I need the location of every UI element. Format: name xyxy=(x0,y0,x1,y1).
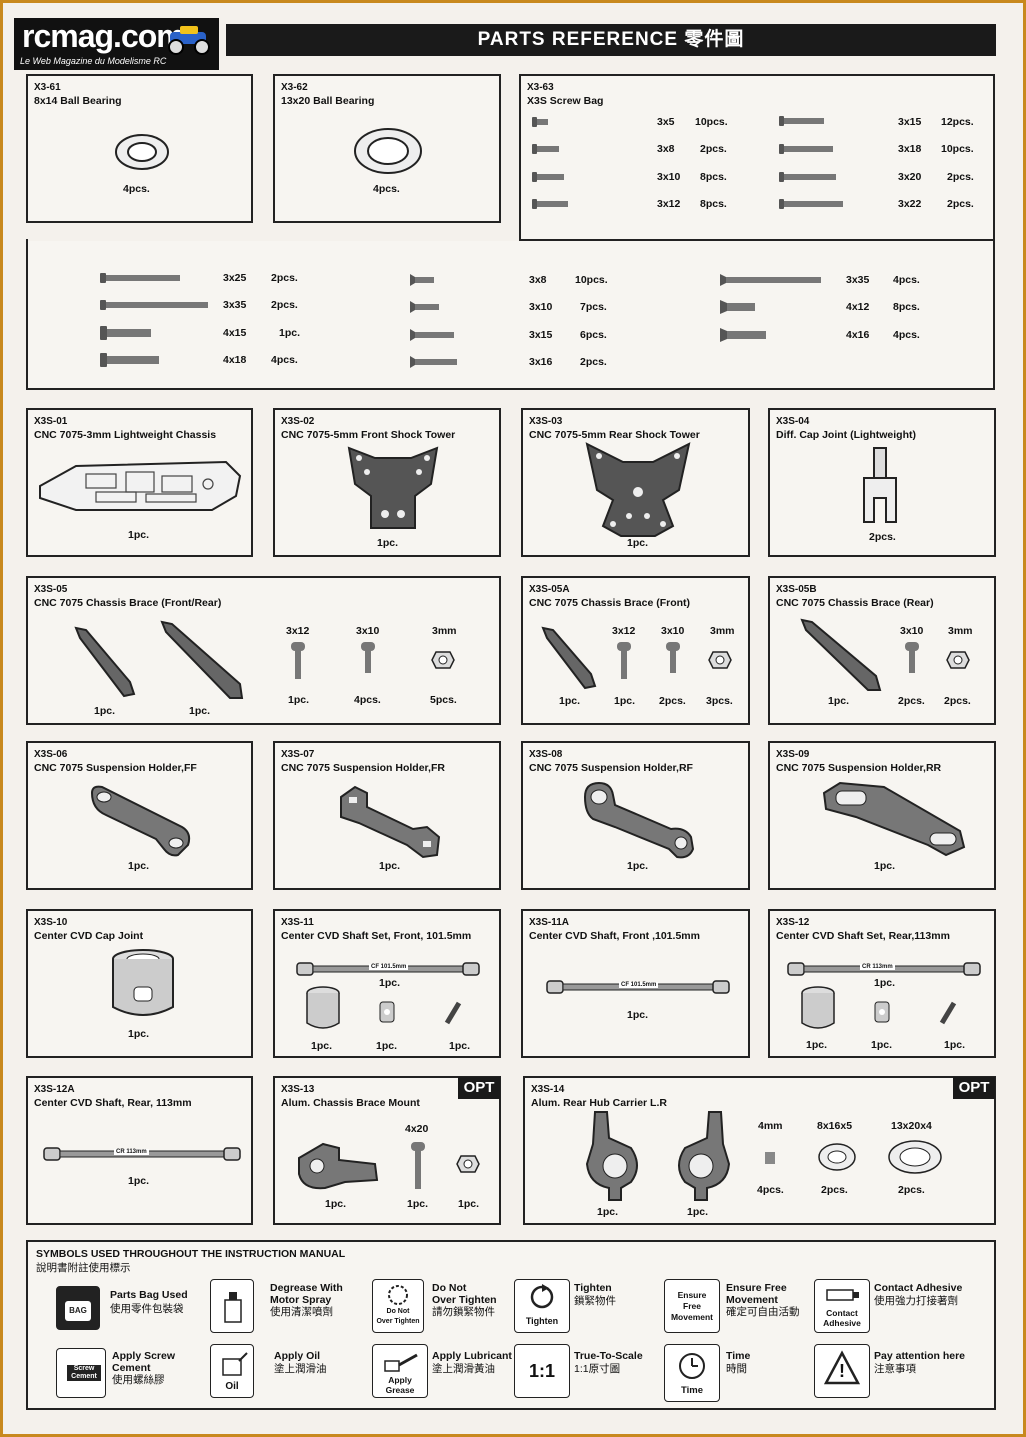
chassis-brace-icon xyxy=(541,626,597,690)
attention-icon: ! xyxy=(814,1344,870,1398)
screw-flat-4x12-icon xyxy=(720,300,755,314)
screw-vertical-icon xyxy=(411,1142,425,1189)
screw-3x20-icon xyxy=(779,172,836,182)
part-x3s-11: X3S-11 Center CVD Shaft Set, Front, 101.… xyxy=(273,909,501,1058)
screw-3x12-icon xyxy=(532,199,568,209)
cross-pin-block-icon xyxy=(874,1001,890,1023)
ball-bearing-icon xyxy=(818,1143,856,1171)
gap xyxy=(28,237,519,241)
chassis-brace-icon xyxy=(800,618,882,691)
pin-icon xyxy=(939,1001,957,1025)
rc-car-icon xyxy=(168,26,210,55)
ball-bearing-icon xyxy=(354,128,422,174)
chassis-brace-icon xyxy=(74,626,136,698)
part-x3s-13: OPT X3S-13 Alum. Chassis Brace Mount 4x2… xyxy=(273,1076,501,1225)
part-x3s-14: OPT X3S-14 Alum. Rear Hub Carrier L.R 1p… xyxy=(523,1076,996,1225)
cross-pin-block-icon xyxy=(379,1001,395,1023)
screw-3x8-icon xyxy=(532,144,559,154)
apply-grease-icon: Apply Grease xyxy=(372,1344,428,1398)
ball-bearing-icon xyxy=(115,134,169,170)
part-x3-62: X3-62 13x20 Ball Bearing 4pcs. xyxy=(273,74,501,223)
symbols-legend: SYMBOLS USED THROUGHOUT THE INSTRUCTION … xyxy=(26,1240,996,1410)
site-logo[interactable]: rcmag.com Le Web Magazine du Modelisme R… xyxy=(14,18,219,70)
pin-icon xyxy=(444,1001,462,1025)
screw-flat-3x16-icon xyxy=(410,356,457,368)
screw-3x10-icon xyxy=(532,172,564,182)
set-screw-icon xyxy=(765,1152,775,1164)
screw-flat-3x10-icon xyxy=(410,301,439,313)
nut-icon xyxy=(946,651,970,669)
screw-vertical-icon xyxy=(291,642,305,679)
screw-vertical-icon xyxy=(361,642,375,673)
tighten-icon: Tighten xyxy=(514,1279,570,1333)
screw-4x18-icon xyxy=(100,353,159,367)
screw-3x25-icon xyxy=(100,273,180,283)
suspension-holder-icon xyxy=(340,785,441,859)
rear-shock-tower-icon xyxy=(585,442,691,537)
part-x3s-05a: X3S-05A CNC 7075 Chassis Brace (Front) 1… xyxy=(521,576,750,725)
part-x3s-04: X3S-04 Diff. Cap Joint (Lightweight) 2pc… xyxy=(768,408,996,557)
true-to-scale-icon: 1:1 xyxy=(514,1344,570,1398)
front-shock-tower-icon xyxy=(347,446,439,529)
part-x3s-12a: X3S-12A Center CVD Shaft, Rear, 113mm CR… xyxy=(26,1076,253,1225)
suspension-holder-icon xyxy=(822,781,966,857)
part-x3-63-screw-bag: X3-63 X3S Screw Bag xyxy=(519,74,995,239)
optional-badge: OPT xyxy=(953,1077,995,1099)
part-x3s-05b: X3S-05B CNC 7075 Chassis Brace (Rear) 1p… xyxy=(768,576,996,725)
nut-icon xyxy=(708,651,732,669)
nut-icon xyxy=(431,651,455,669)
screw-3x35-icon xyxy=(100,300,208,310)
oil-icon: Oil xyxy=(210,1344,254,1398)
part-x3s-01: X3S-01 CNC 7075-3mm Lightweight Chassis … xyxy=(26,408,253,557)
cvd-cap-joint-icon xyxy=(112,949,174,1016)
part-x3s-06: X3S-06 CNC 7075 Suspension Holder,FF 1pc… xyxy=(26,741,253,890)
screw-3x15-icon xyxy=(779,116,824,126)
part-x3-61: X3-61 8x14 Ball Bearing 4pcs. xyxy=(26,74,253,223)
screw-3x18-icon xyxy=(779,144,833,154)
part-x3s-11a: X3S-11A Center CVD Shaft, Front ,101.5mm… xyxy=(521,909,750,1058)
ball-bearing-icon xyxy=(888,1140,942,1174)
screw-vertical-icon xyxy=(666,642,680,673)
screw-flat-3x15-icon xyxy=(410,329,454,341)
brace-mount-icon xyxy=(298,1142,379,1190)
time-icon: Time xyxy=(664,1344,720,1402)
nut-icon xyxy=(456,1155,480,1173)
part-x3s-03: X3S-03 CNC 7075-5mm Rear Shock Tower 1pc… xyxy=(521,408,750,557)
screw-vertical-icon xyxy=(905,642,919,673)
cvd-cup-icon xyxy=(801,986,835,1029)
suspension-holder-icon xyxy=(583,781,695,859)
part-x3s-07: X3S-07 CNC 7075 Suspension Holder,FR 1pc… xyxy=(273,741,501,890)
suspension-holder-icon xyxy=(90,785,191,857)
screw-3x22-icon xyxy=(779,199,843,209)
part-x3s-10: X3S-10 Center CVD Cap Joint 1pc. xyxy=(26,909,253,1058)
screw-vertical-icon xyxy=(617,642,631,679)
part-x3s-02: X3S-02 CNC 7075-5mm Front Shock Tower 1p… xyxy=(273,408,501,557)
hub-carrier-right-icon xyxy=(678,1111,731,1201)
hub-carrier-left-icon xyxy=(585,1111,638,1201)
cvd-cup-icon xyxy=(306,986,340,1029)
screw-cement-icon: Screw Cement xyxy=(56,1348,106,1398)
parts-bag-icon: BAG xyxy=(56,1286,100,1330)
ensure-free-movement-icon: Ensure Free Movement xyxy=(664,1279,720,1333)
part-x3s-09: X3S-09 CNC 7075 Suspension Holder,RR 1pc… xyxy=(768,741,996,890)
do-not-over-tighten-icon: Do Not Over Tighten xyxy=(372,1279,424,1333)
page-title: PARTS REFERENCE 零件圖 xyxy=(226,24,996,56)
part-x3s-05: X3S-05 CNC 7075 Chassis Brace (Front/Rea… xyxy=(26,576,501,725)
chassis-plate-icon xyxy=(39,460,242,511)
screw-3x5-icon xyxy=(532,117,548,127)
screw-flat-3x8-icon xyxy=(410,274,434,286)
chassis-brace-icon xyxy=(160,620,244,699)
contact-adhesive-icon: Contact Adhesive xyxy=(814,1279,870,1333)
screw-flat-4x16-icon xyxy=(720,328,766,342)
diff-cap-joint-icon xyxy=(863,447,897,523)
screw-4x15-icon xyxy=(100,326,151,340)
screw-flat-3x35-icon xyxy=(720,274,821,286)
part-x3s-08: X3S-08 CNC 7075 Suspension Holder,RF 1pc… xyxy=(521,741,750,890)
part-x3s-12: X3S-12 Center CVD Shaft Set, Rear,113mm … xyxy=(768,909,996,1058)
optional-badge: OPT xyxy=(458,1077,500,1099)
screw-bag-continued xyxy=(26,239,995,390)
motor-spray-icon xyxy=(210,1279,254,1333)
